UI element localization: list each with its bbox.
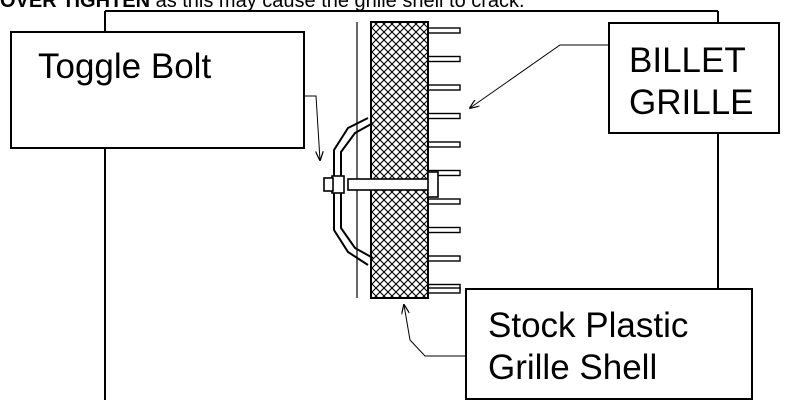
callout-toggle-bolt: Toggle Bolt	[10, 31, 305, 149]
grille-prong	[427, 112, 461, 120]
grille-prong	[427, 287, 461, 294]
toggle-bolt-bracket	[333, 117, 374, 266]
callout-billet-grille: BILLET GRILLE	[608, 22, 780, 134]
instruction-emphasis: OVER TIGHTEN	[0, 0, 151, 12]
toggle-bolt-shaft	[323, 171, 439, 198]
leader-lines	[305, 44, 608, 357]
callout-toggle-bolt-label: Toggle Bolt	[38, 47, 212, 86]
callout-billet-grille-line1: BILLET	[629, 41, 746, 80]
callout-stock-plastic-line1: Stock Plastic	[488, 306, 689, 345]
instruction-remainder: as this may cause the grille shell to cr…	[150, 0, 525, 12]
grille-prong	[427, 141, 461, 148]
grille-prong	[427, 84, 461, 91]
grille-prong	[427, 27, 461, 34]
instruction-text: OVER TIGHTEN as this may cause the grill…	[0, 0, 812, 12]
callout-stock-plastic-grille-shell: Stock Plastic Grille Shell	[465, 288, 753, 400]
grille-prong	[427, 226, 461, 234]
grille-shell-body	[370, 21, 429, 299]
billet-grille-prongs	[427, 27, 461, 294]
grille-prong	[427, 55, 461, 63]
grille-prong	[427, 255, 461, 262]
callout-stock-plastic-line2: Grille Shell	[488, 348, 658, 387]
callout-billet-grille-line2: GRILLE	[629, 83, 754, 122]
grille-prong	[427, 198, 461, 205]
